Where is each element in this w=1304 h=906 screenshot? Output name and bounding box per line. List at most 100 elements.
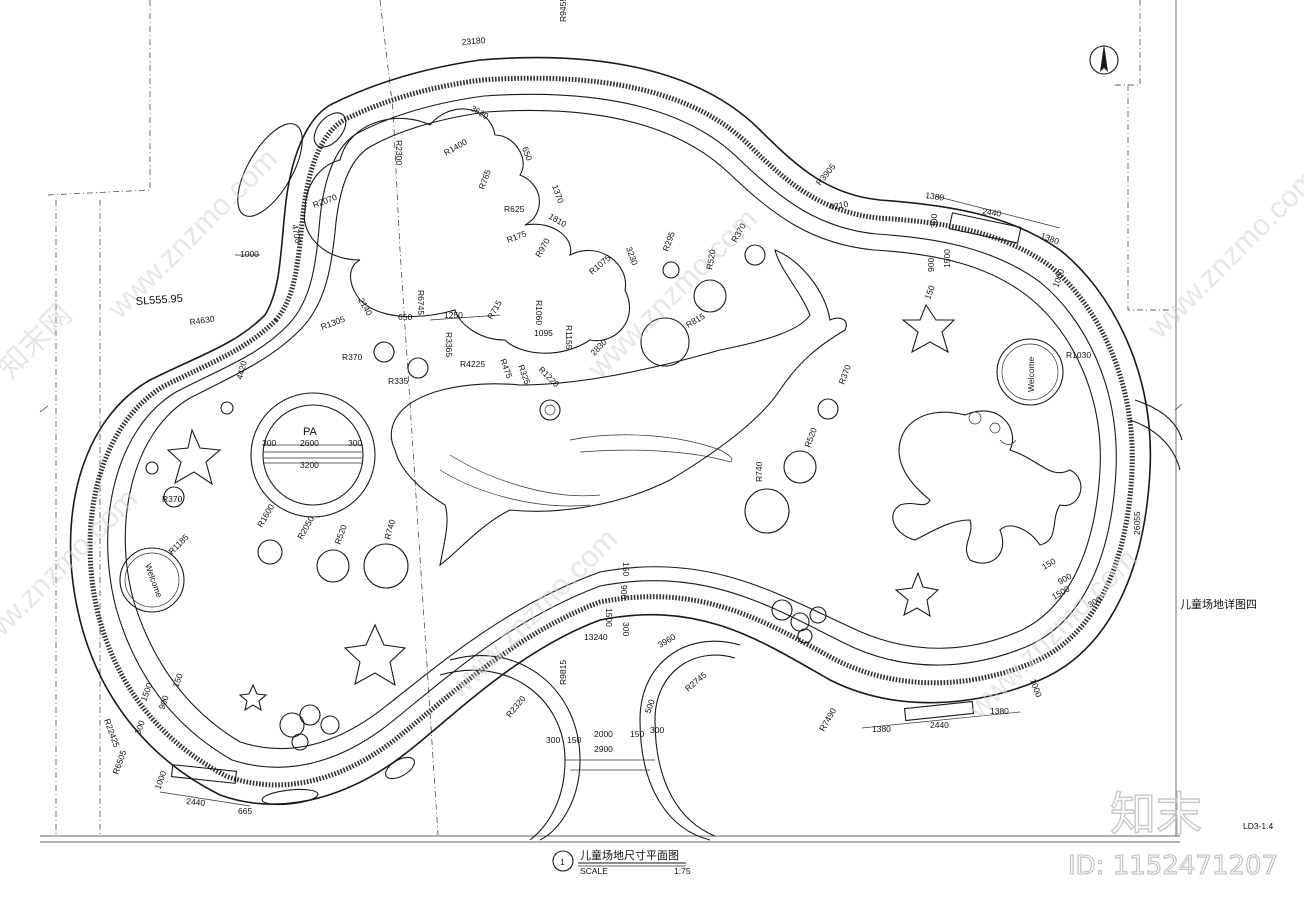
dim-r2050: R2050 — [295, 514, 316, 541]
dim-pa-3200: 3200 — [300, 460, 319, 470]
dim-r1155: R1155 — [564, 325, 574, 350]
dim-2900: 2900 — [594, 744, 613, 754]
dim-500: 500 — [642, 698, 656, 715]
dim-150c: 150 — [621, 562, 631, 576]
play-area-inner-boundary — [124, 109, 1101, 749]
dim-1380d: 1380 — [990, 706, 1009, 716]
dim-r1060: R1060 — [534, 300, 544, 325]
dim-1370: 1370 — [550, 183, 566, 204]
dim-r6745: R6745 — [416, 290, 426, 315]
dim-3230: 3230 — [624, 245, 640, 266]
dim-r370b: R370 — [162, 494, 183, 504]
dim-2000: 2000 — [594, 729, 613, 739]
dim-1500a: 1500 — [942, 249, 952, 268]
dim-3960: 3960 — [656, 631, 678, 649]
dim-150b: 150 — [1040, 556, 1058, 572]
id-label: ID: 1152471207 — [1068, 851, 1278, 881]
dim-1000d: 1000 — [152, 769, 168, 790]
watermark-site-3: www.znzmo.com — [441, 522, 624, 705]
dim-r4630: R4630 — [189, 314, 215, 327]
playground-outer-path — [69, 56, 1152, 805]
dim-150f: 150 — [170, 672, 184, 689]
dim-900a: 900 — [926, 258, 936, 272]
sheet-number: 1 — [560, 857, 565, 867]
watermark-brand-1: 知末网 — [0, 298, 79, 385]
dim-4420: 4420 — [234, 359, 249, 380]
dim-r2320: R2320 — [504, 693, 528, 719]
dim-r740b: R740 — [754, 461, 764, 482]
dim-r3365: R3365 — [444, 332, 454, 357]
drawing-code: LD3-1.4 — [1243, 821, 1274, 831]
dim-r815: R815 — [684, 311, 707, 330]
whale-shape — [390, 249, 847, 567]
dim-2140: 2140 — [356, 296, 374, 318]
dim-r4225: R4225 — [460, 359, 485, 369]
dim-pa-300a: 300 — [262, 438, 276, 448]
dim-150d: 150 — [567, 735, 581, 745]
lower-arc-paths — [439, 399, 1183, 841]
dim-r370d: R370 — [836, 363, 852, 386]
welcome-balloon-left — [119, 547, 185, 613]
stepping-circles — [145, 244, 839, 589]
dim-r520c: R520 — [802, 426, 818, 449]
octopus-shape — [892, 410, 1082, 564]
bench-elements — [170, 112, 1022, 806]
watermark-site-4: www.znzmo.com — [961, 542, 1144, 725]
brand-logo: 知末 — [1110, 787, 1202, 841]
dim-2440a: 2440 — [982, 206, 1002, 219]
scale-label: SCALE — [580, 866, 608, 876]
dim-300e: 300 — [650, 725, 664, 735]
dimension-lines — [159, 195, 1061, 807]
dim-r715: R715 — [485, 298, 504, 321]
dim-r2745: R2745 — [683, 670, 709, 694]
dim-300f: 300 — [132, 719, 146, 736]
sheet-title: 儿童场地尺寸平面图 — [580, 848, 679, 862]
dim-1095: 1095 — [534, 328, 553, 338]
dim-r520b: R520 — [704, 248, 717, 270]
dim-r7490: R7490 — [817, 706, 838, 733]
dim-300d: 300 — [546, 735, 560, 745]
dim-300c: 300 — [621, 622, 631, 636]
dim-r1030: R1030 — [1066, 350, 1091, 360]
starfish-shapes — [166, 303, 956, 712]
dim-1380c: 1380 — [872, 724, 891, 734]
dim-665: 665 — [238, 806, 252, 816]
dim-r175: R175 — [505, 228, 528, 244]
north-arrow-icon — [1089, 44, 1119, 75]
dim-150a: 150 — [922, 284, 936, 301]
dim-1000c: 1000 — [1028, 677, 1044, 698]
watermark-site-5: www.znzmo.com — [1141, 162, 1304, 345]
dim-1000a: 1000 — [240, 249, 259, 259]
dim-r325: R325 — [516, 363, 532, 386]
dim-r475: R475 — [498, 357, 514, 380]
dim-1500c: 1500 — [604, 608, 614, 627]
dim-4700: 4700 — [290, 224, 303, 245]
dim-r1400: R1400 — [442, 136, 469, 157]
elevation-label: SL555.95 — [135, 293, 183, 308]
sheet-title-block: 1 儿童场地尺寸平面图 SCALE 1:75 — [552, 848, 691, 876]
welcome-balloon-right — [996, 338, 1064, 406]
dim-r1305: R1305 — [319, 314, 346, 332]
dim-2440b: 2440 — [930, 720, 949, 730]
dim-r1075: R1075 — [587, 253, 613, 277]
dim-26055: 26055 — [1132, 511, 1142, 535]
dim-1250: 1250 — [444, 310, 463, 320]
site-boundary-lines — [39, 0, 1183, 843]
dim-r370a: R370 — [342, 352, 363, 362]
dim-r765: R765 — [476, 168, 492, 191]
dim-pa-2600: 2600 — [300, 438, 319, 448]
dim-r335: R335 — [388, 376, 409, 386]
watermarks: www.znzmo.com www.znzmo.com www.znzmo.co… — [0, 142, 1304, 725]
dim-r1185: R1185 — [166, 532, 191, 557]
dim-r9455: R9455 — [558, 0, 568, 22]
dim-r970: R970 — [533, 236, 552, 259]
dim-650: 650 — [398, 312, 412, 322]
dim-650b: 650 — [520, 145, 534, 162]
dim-r520a: R520 — [332, 523, 348, 546]
dim-r1600: R1600 — [255, 502, 276, 529]
dim-4210: 4210 — [829, 199, 850, 212]
dim-13240: 13240 — [584, 632, 608, 642]
watermark-site-1: www.znzmo.com — [101, 142, 284, 325]
dim-1380a: 1380 — [925, 190, 945, 203]
cloud-shape — [303, 108, 631, 354]
